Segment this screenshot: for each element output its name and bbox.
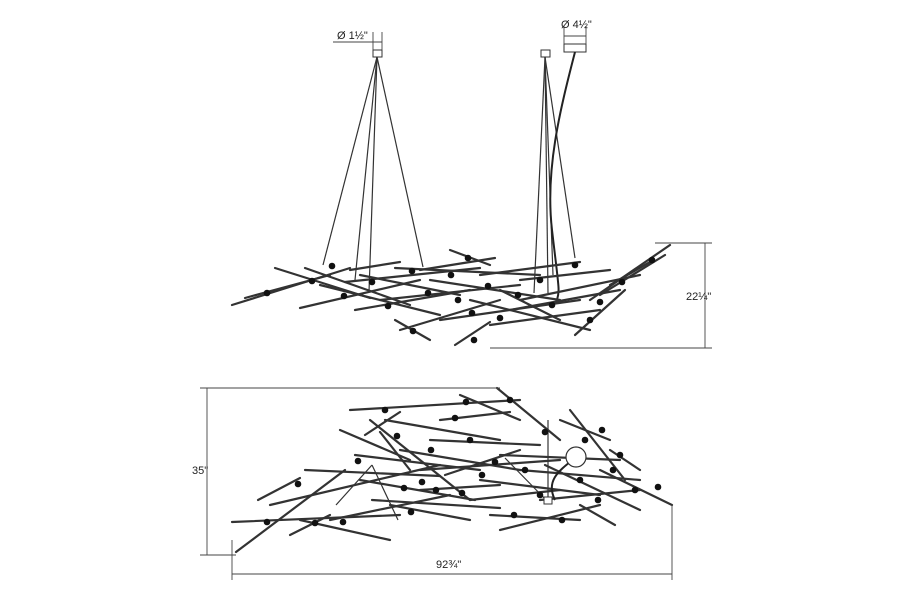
small-canopy <box>372 49 383 58</box>
suspension-wires-right <box>533 51 576 301</box>
large-canopy <box>563 43 587 53</box>
height-dimension: 22¼" <box>490 242 712 349</box>
elevation-view: Ø 1½" Ø 4½" <box>230 19 712 349</box>
small-canopy-diameter-label: Ø 1½" <box>337 30 368 42</box>
small-canopy-right <box>540 49 551 58</box>
plan-light-nodes <box>263 396 662 527</box>
small-canopy-dimension: Ø 1½" <box>333 30 383 50</box>
large-canopy-dimension: Ø 4½" <box>561 19 592 44</box>
depth-dimension: 35" <box>192 387 500 556</box>
fixture-depth-label: 35" <box>192 465 208 477</box>
elevation-rods <box>230 243 672 347</box>
width-dimension: 92¾" <box>231 505 673 580</box>
elevation-light-nodes <box>263 254 656 344</box>
suspension-wires-left <box>322 56 424 293</box>
plan-rods <box>230 386 674 554</box>
plan-large-canopy <box>565 446 587 468</box>
plan-view: 35" 92¾" <box>192 386 674 580</box>
power-cord <box>549 51 576 301</box>
fixture-width-label: 92¾" <box>436 559 461 571</box>
fixture-height-label: 22¼" <box>686 291 711 303</box>
large-canopy-diameter-label: Ø 4½" <box>561 19 592 31</box>
plan-small-canopy <box>543 496 553 505</box>
